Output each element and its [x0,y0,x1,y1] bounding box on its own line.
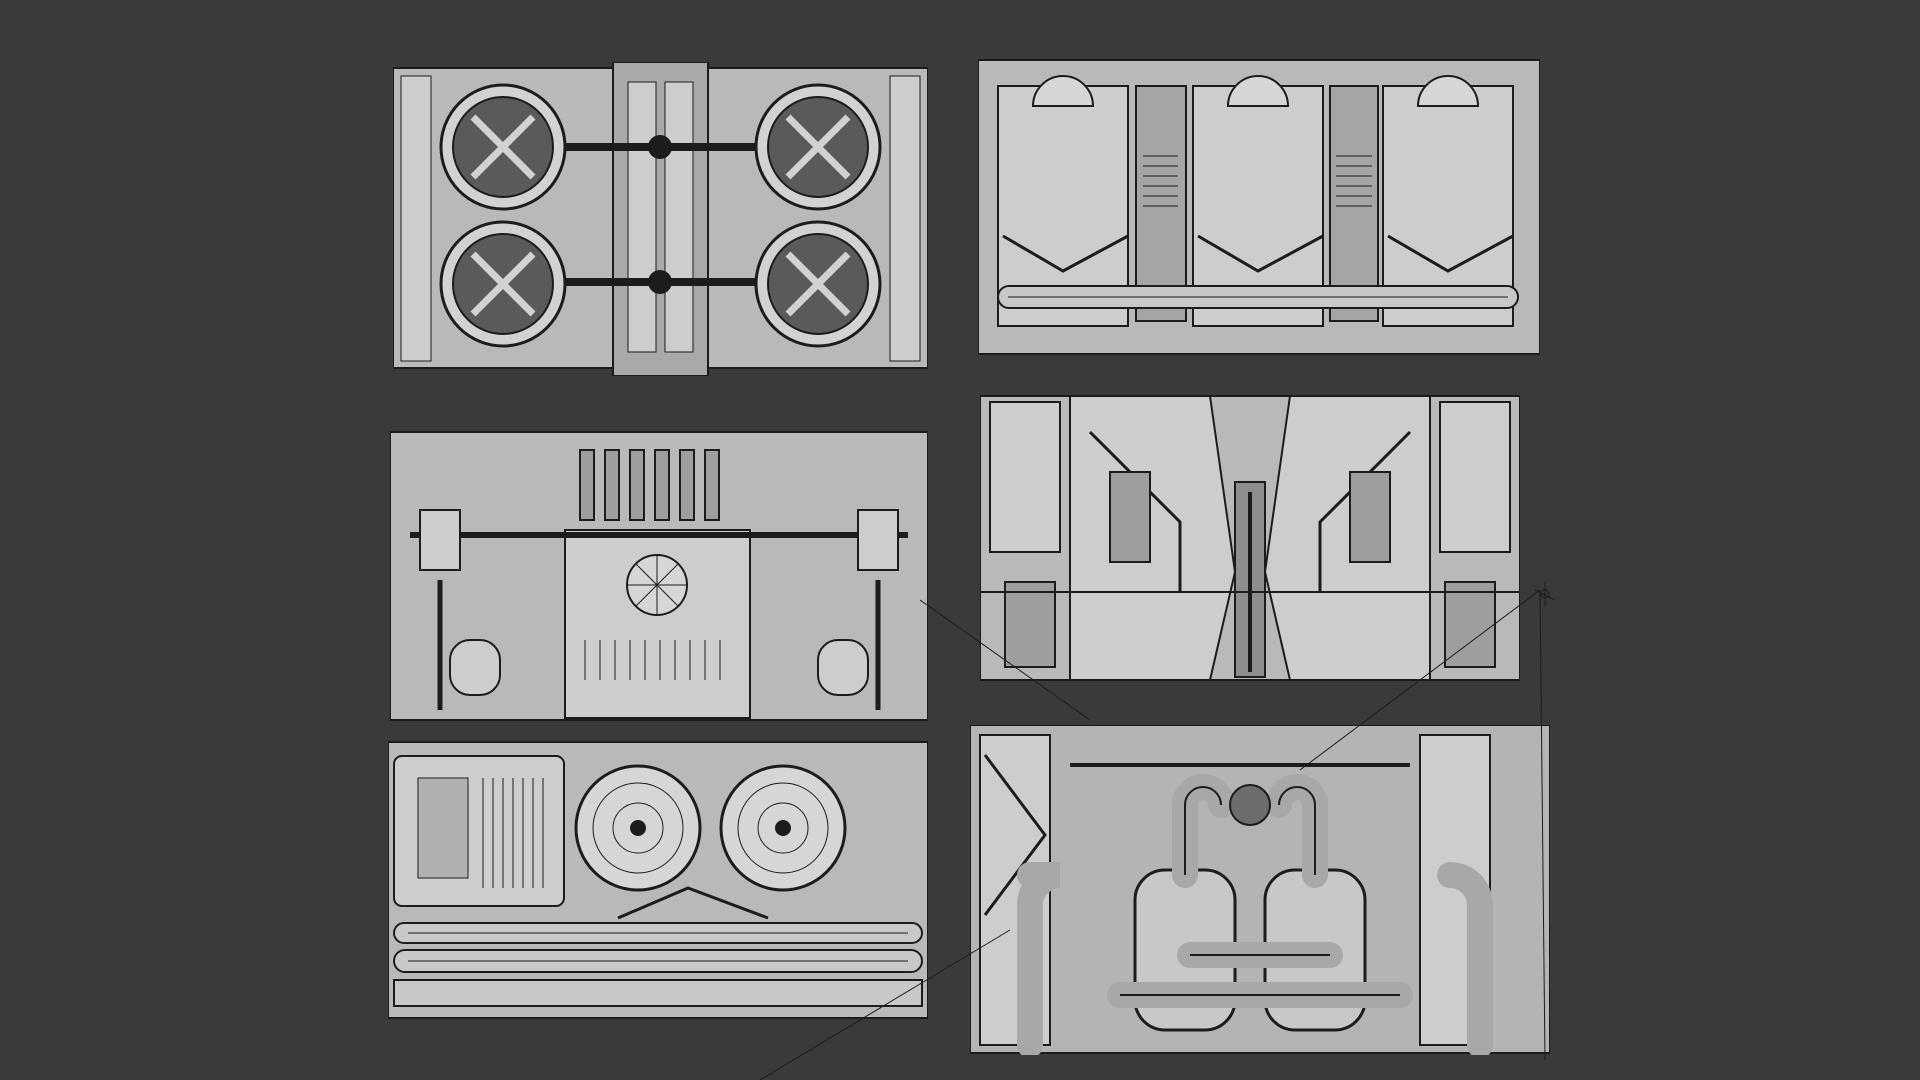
engine-block-panel [390,430,928,722]
bulkhead-panel [980,392,1520,682]
dome-tank-icon [978,59,1540,355]
turbine-icon [388,741,928,1019]
fan-quad-panel [393,62,928,376]
pipe-tank-icon [970,725,1550,1055]
engine-icon [390,431,928,721]
dome-tank-panel [978,46,1540,356]
light-gizmo-icon[interactable] [1534,582,1556,606]
turbine-pipe-panel [388,738,928,1020]
quad-fan-icon [393,62,928,376]
bulkhead-icon [980,395,1520,681]
tank-pipe-panel [970,725,1550,1055]
